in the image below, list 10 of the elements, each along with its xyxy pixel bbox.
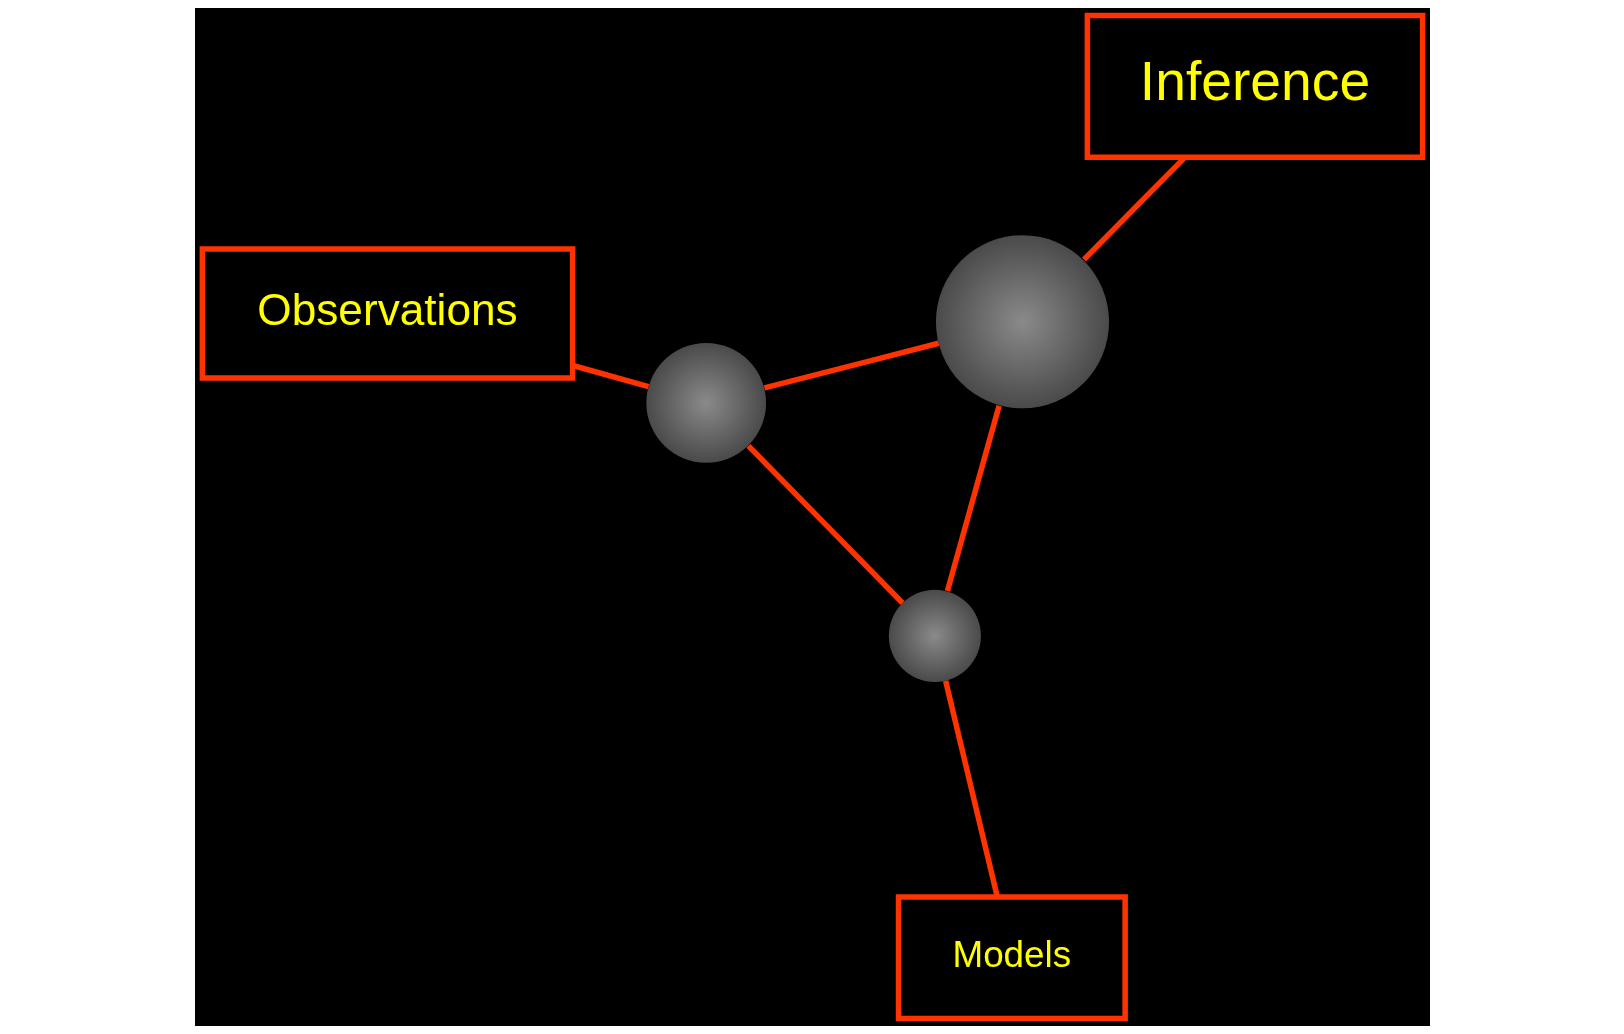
node-box: Models	[895, 894, 1128, 1022]
connector	[763, 340, 939, 391]
connector	[942, 680, 1000, 898]
node-box: Inference	[1084, 12, 1425, 161]
connector	[745, 444, 905, 605]
connector	[944, 404, 1002, 592]
node-circle	[888, 589, 981, 682]
node-circle	[935, 235, 1109, 409]
node-circle	[645, 343, 766, 463]
node-box: Observations	[199, 246, 575, 381]
